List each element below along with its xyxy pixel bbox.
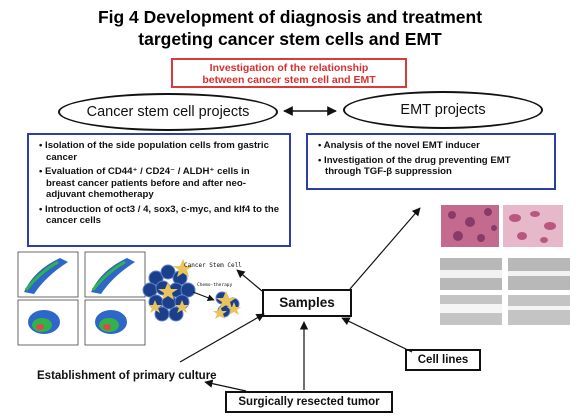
arrow-tumor-to-primary-culture: [204, 379, 247, 392]
relationship-investigation-box: Investigation of the relationship betwee…: [171, 58, 407, 88]
emt-item-tgf-beta-drug: Investigation of the drug preventing EMT…: [318, 155, 546, 178]
emt-item-novel-inducer: Analysis of the novel EMT inducer: [318, 140, 546, 152]
cancer-stem-cell-diagram-label: Cancer Stem Cell: [184, 262, 242, 269]
emt-projects-label: EMT projects: [400, 102, 486, 118]
chemo-resistant-cluster: [192, 291, 241, 319]
cancer-stem-cell-projects-label: Cancer stem cell projects: [86, 104, 250, 120]
arrow-cell-lines-to-samples: [341, 317, 413, 353]
arrow-samples-to-histology: [349, 207, 421, 290]
figure-title-line2: targeting cancer stem cells and EMT: [138, 29, 442, 49]
primary-culture-label: Establishment of primary culture: [37, 370, 217, 382]
cancer-stem-cell-projects-box: Isolation of the side population cells f…: [27, 133, 291, 247]
figure-title: Fig 4 Development of diagnosis and treat…: [0, 6, 580, 50]
relationship-line2: between cancer stem cell and EMT: [202, 74, 376, 86]
tumor-cell-cluster: [142, 259, 196, 322]
flow-cytometry-plots: [17, 251, 146, 346]
csc-item-side-population: Isolation of the side population cells f…: [39, 140, 281, 163]
csc-item-oct34-introduction: Introduction of oct3 / 4, sox3, c-myc, a…: [39, 204, 281, 227]
arrow-samples-to-csc-pictures: [236, 269, 263, 292]
csc-item-cd44-evaluation: Evaluation of CD44⁺ / CD24⁻ / ALDH⁺ cell…: [39, 166, 281, 201]
arrow-primary-culture-to-samples: [179, 313, 265, 363]
migration-assay-images: [440, 258, 570, 325]
emt-projects-box: Analysis of the novel EMT inducer Invest…: [306, 133, 556, 190]
emt-projects-oval: EMT projects: [343, 91, 543, 129]
histology-images: [441, 205, 563, 247]
relationship-line1: Investigation of the relationship: [209, 62, 369, 74]
surgically-resected-tumor-box: Surgically resected tumor: [225, 391, 393, 413]
figure-title-line1: Fig 4 Development of diagnosis and treat…: [97, 7, 483, 27]
cancer-stem-cell-projects-oval: Cancer stem cell projects: [58, 93, 278, 131]
cell-lines-box: Cell lines: [405, 349, 481, 371]
chemo-therapy-diagram-label: Chemo-therapy: [197, 283, 233, 288]
samples-box: Samples: [262, 289, 352, 317]
